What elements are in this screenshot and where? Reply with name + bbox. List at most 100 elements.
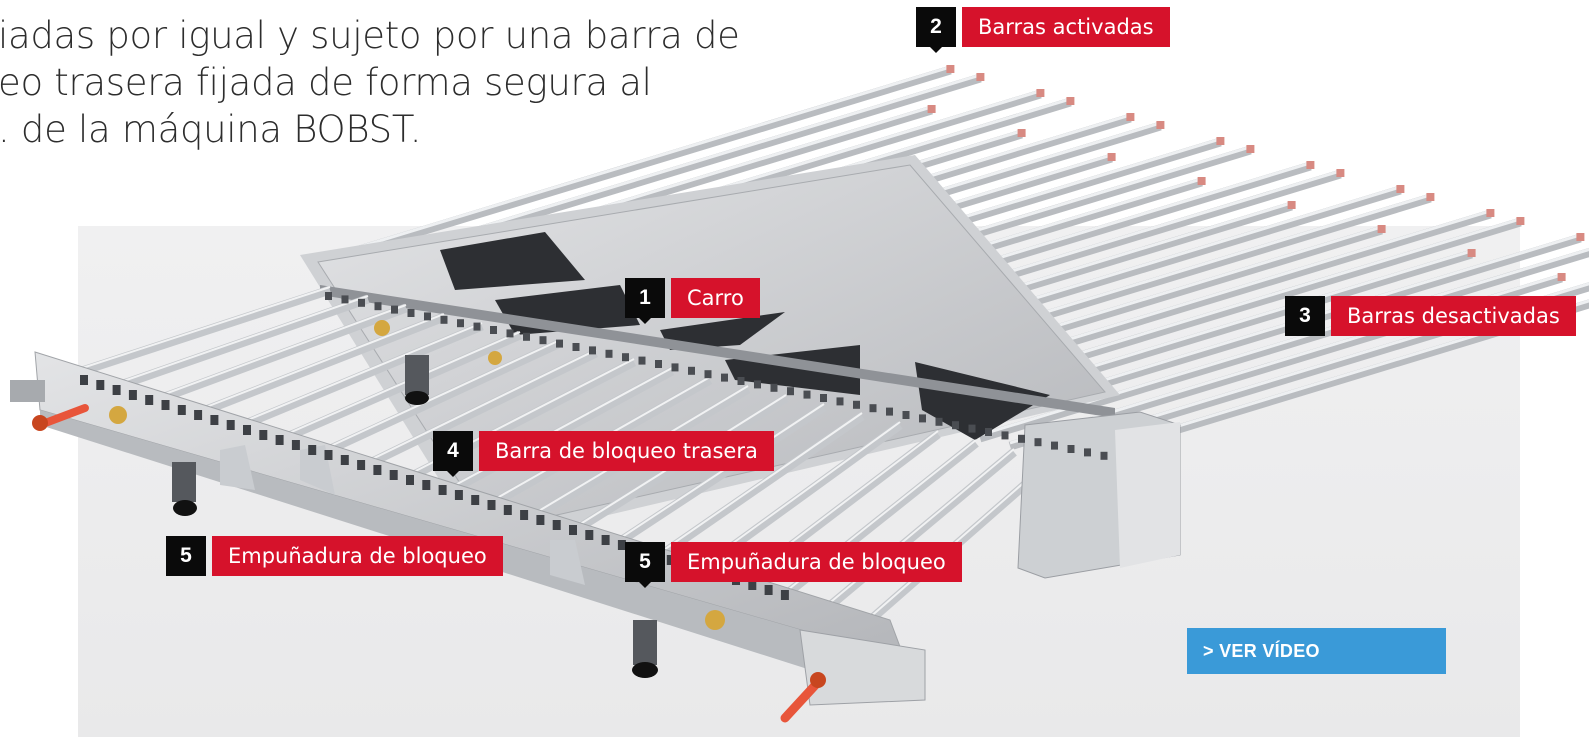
carriage-slot xyxy=(787,387,794,396)
intro-line-3: . de la máquina BOBST. xyxy=(0,108,422,151)
front-bar-highlight xyxy=(69,286,331,373)
bar-tip xyxy=(1486,209,1495,217)
callout-number: 5 xyxy=(166,536,206,576)
intro-line-2: eo trasera fijada de forma segura al xyxy=(0,61,652,104)
carriage-cutout xyxy=(440,232,585,290)
front-bar xyxy=(613,403,827,548)
carriage-slot xyxy=(1084,448,1091,457)
front-bar-highlight xyxy=(195,313,445,412)
carriage-slot xyxy=(655,360,662,368)
carriage-slot xyxy=(853,400,860,409)
carriage-slot xyxy=(721,373,728,382)
front-bar-highlight xyxy=(615,403,825,542)
front-bar-highlight xyxy=(867,457,1053,620)
carriage-slot xyxy=(704,370,712,379)
bar-tip xyxy=(1576,233,1585,241)
front-bar-highlight xyxy=(657,412,863,555)
carriage-slot xyxy=(490,326,497,334)
callout-locking-handle-right: 5 Empuñadura de bloqueo xyxy=(625,542,962,588)
callout-number: 3 xyxy=(1285,296,1325,336)
rail-slot xyxy=(96,380,105,390)
bar-tip xyxy=(1377,225,1386,233)
rail-slot xyxy=(210,415,219,425)
carriage-slot xyxy=(572,343,580,351)
carriage-slot xyxy=(539,336,547,345)
front-bar-highlight xyxy=(321,340,559,451)
bar-tip xyxy=(1017,129,1026,137)
front-bar-highlight xyxy=(279,331,521,438)
bar-tip xyxy=(1216,137,1225,145)
rail-slot xyxy=(487,500,496,510)
bar-tip xyxy=(1306,161,1315,169)
carriage-slot xyxy=(688,366,695,375)
carriage-slot xyxy=(935,417,943,426)
rail-slot xyxy=(80,375,88,385)
front-bar xyxy=(236,321,484,432)
rail-slot xyxy=(536,515,545,525)
bar-tip xyxy=(1426,193,1435,201)
bar-tip xyxy=(1557,273,1566,281)
callout-number: 2 xyxy=(916,7,956,53)
carriage-slot xyxy=(1001,431,1009,440)
rail-slot xyxy=(764,585,773,595)
rail-slot xyxy=(389,470,398,480)
carriage-slot xyxy=(523,332,530,341)
carriage-slot xyxy=(836,397,844,406)
carriage-slot xyxy=(391,305,398,314)
front-bar xyxy=(278,330,522,445)
callout-active-bars: 2 Barras activadas xyxy=(916,7,1170,53)
front-bar xyxy=(110,294,370,393)
carriage-slot xyxy=(919,414,926,423)
rail-slot xyxy=(275,435,284,445)
rail-slot xyxy=(422,480,431,490)
callout-rear-lock-bar: 4 Barra de bloqueo trasera xyxy=(433,431,774,477)
rail-slot xyxy=(128,390,137,400)
carriage-slot xyxy=(407,309,415,317)
bar-highlight xyxy=(319,65,951,261)
front-bar-highlight xyxy=(237,322,483,425)
rail-slot xyxy=(406,475,414,485)
watch-video-button[interactable]: > VER VÍDEO xyxy=(1187,628,1446,674)
callout-carriage: 1 Carro xyxy=(625,278,760,324)
carriage-slot xyxy=(374,302,382,311)
rail-slot xyxy=(503,505,512,515)
bar-tip xyxy=(1467,249,1476,257)
rail-slot xyxy=(177,405,186,415)
front-bar xyxy=(655,412,865,561)
rail-slot xyxy=(585,530,594,540)
rail-slot xyxy=(226,420,235,430)
callout-number: 5 xyxy=(625,542,665,588)
carriage-cutout xyxy=(915,362,1050,440)
rail-slot xyxy=(324,450,333,460)
intro-text: iadas por igual y sujeto por una barra d… xyxy=(0,12,758,153)
rail-slot xyxy=(438,485,447,495)
carriage-slot xyxy=(325,292,332,300)
rail-slot xyxy=(666,555,675,565)
rail-slot xyxy=(112,385,121,395)
rail-slot xyxy=(357,460,366,470)
rail-slot xyxy=(569,525,577,535)
carriage-slot xyxy=(457,319,464,328)
front-bar-highlight xyxy=(153,304,407,399)
callout-label: Empuñadura de bloqueo xyxy=(212,536,503,576)
bar-tip xyxy=(1156,121,1165,129)
rail-slot xyxy=(161,400,170,410)
carriage-slot xyxy=(556,339,563,348)
rail-slot xyxy=(308,445,317,455)
side-block xyxy=(1017,411,1181,579)
bar-tip xyxy=(1396,185,1405,193)
callout-number: 1 xyxy=(625,278,665,324)
carriage-slot xyxy=(803,390,811,399)
front-bar xyxy=(320,339,560,458)
bar xyxy=(318,65,952,267)
front-bar-highlight xyxy=(111,295,369,386)
bar-tip xyxy=(976,73,985,81)
bar-tip xyxy=(1197,177,1206,185)
carriage-slot xyxy=(952,421,959,430)
carriage-slot xyxy=(358,298,365,307)
callout-locking-handle-left: 5 Empuñadura de bloqueo xyxy=(166,536,503,576)
front-bar xyxy=(194,312,446,419)
carriage-slot xyxy=(671,363,679,372)
rail-slot xyxy=(471,495,480,505)
